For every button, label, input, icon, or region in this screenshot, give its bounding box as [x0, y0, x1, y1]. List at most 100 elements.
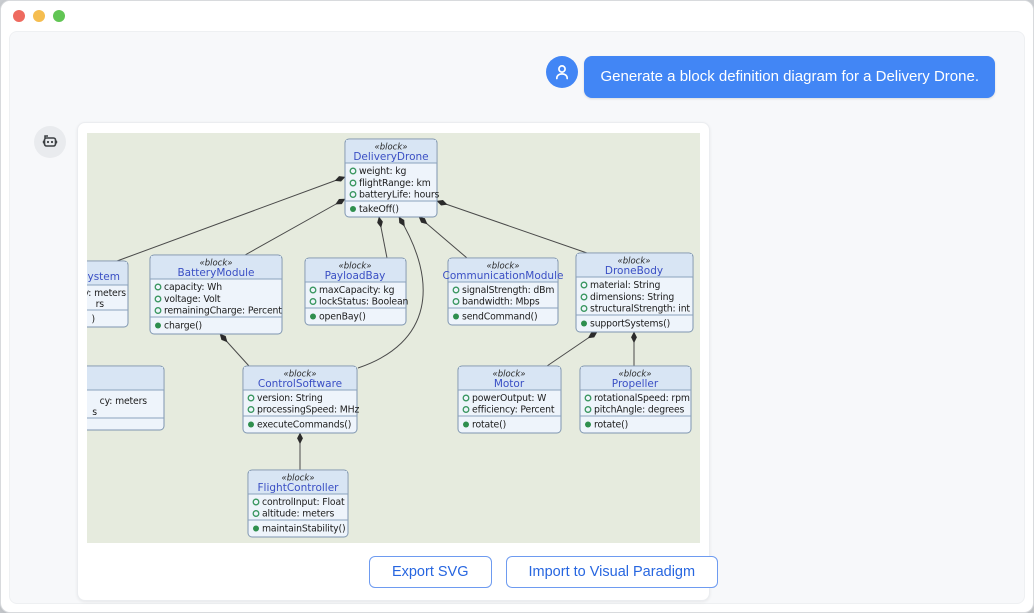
block-name: Motor: [494, 378, 525, 390]
block-header: [244, 367, 356, 390]
stereotype-label: «block»: [199, 259, 232, 269]
import-visual-paradigm-button[interactable]: Import to Visual Paradigm: [505, 556, 719, 588]
operation-icon: [585, 421, 591, 428]
operation-label: rotate(): [472, 420, 506, 431]
edge-battery-to-controlsoftware: [219, 333, 250, 367]
zoom-window-button[interactable]: [53, 10, 65, 22]
attribute-label: y: meters: [87, 288, 126, 299]
operation-icon: [310, 313, 316, 320]
block-header: [151, 256, 281, 279]
block-payload-bay: «block» PayloadBay maxCapacity: kg lockS…: [304, 257, 409, 326]
block-definition-diagram: «block» DeliveryDrone weight: kg flightR…: [1, 138, 694, 538]
attribute-icon: [584, 406, 592, 413]
operation-icon: [248, 421, 254, 428]
attribute-icon: [580, 281, 588, 289]
block-header: [581, 367, 690, 390]
block-header: [306, 259, 405, 282]
attribute-icon: [309, 286, 317, 294]
block-battery-module: «block» BatteryModule capacity: Wh volta…: [149, 254, 283, 335]
operation-icon: [253, 525, 259, 532]
operation-label: supportSystems(): [590, 319, 670, 330]
operation-label: rotate(): [594, 420, 628, 431]
block-clipped-upper: ystem y: meters rs ): [1, 260, 129, 328]
operation-label: charge(): [164, 321, 202, 332]
attribute-label: controlInput: Float: [262, 497, 345, 508]
block-name: ystem: [88, 271, 121, 283]
attribute-label: structuralStrength: int: [590, 304, 690, 315]
attribute-label: powerOutput: W: [472, 393, 546, 404]
attribute-label: efficiency: Percent: [472, 405, 555, 416]
stereotype-label: «block»: [617, 257, 650, 267]
attribute-icon: [452, 298, 460, 305]
attribute-icon: [309, 298, 317, 305]
attribute-icon: [247, 394, 255, 402]
user-avatar: [546, 56, 579, 88]
attribute-icon: [452, 286, 460, 294]
attribute-icon: [580, 293, 588, 301]
operation-icon: [453, 313, 459, 320]
edge-drone-to-payload: [377, 216, 388, 259]
operation-label: maintainStability(): [262, 524, 346, 535]
attribute-label: weight: kg: [359, 166, 406, 177]
export-svg-button[interactable]: Export SVG: [368, 556, 492, 588]
attribute-label: signalStrength: dBm: [462, 285, 554, 296]
attribute-label: dimensions: String: [590, 292, 674, 303]
attribute-icon: [154, 283, 162, 291]
close-window-button[interactable]: [13, 10, 25, 22]
chat-content-area: Generate a block definition diagram for …: [1, 31, 1025, 604]
stereotype-label: «block»: [374, 143, 407, 153]
block-header: [346, 140, 436, 163]
block-propeller: «block» Propeller rotationalSpeed: rpm p…: [579, 365, 692, 434]
bot-avatar: [34, 126, 66, 158]
attribute-label: material: String: [590, 280, 660, 291]
minimize-window-button[interactable]: [33, 10, 45, 22]
operation-icon: [350, 206, 356, 212]
block-name: Propeller: [612, 378, 659, 390]
attribute-label: altitude: meters: [262, 509, 334, 520]
attribute-label: s: [92, 407, 97, 418]
attribute-label: bandwidth: Mbps: [462, 297, 540, 308]
edge-drone-to-battery: [244, 198, 346, 256]
attribute-icon: [154, 295, 162, 303]
attribute-label: voltage: Volt: [164, 294, 221, 305]
attribute-label: remainingCharge: Percent: [164, 306, 282, 317]
person-icon: [556, 65, 569, 80]
composition-connectors: [116, 176, 637, 470]
diagram-canvas: «block» DeliveryDrone weight: kg flightR…: [1, 133, 700, 543]
bot-avatar-wrap: [34, 126, 66, 158]
operation-label: takeOff(): [359, 204, 399, 215]
operation-icon: [155, 322, 161, 329]
attribute-label: rs: [96, 299, 105, 310]
attribute-icon: [462, 394, 470, 402]
block-delivery-drone: «block» DeliveryDrone weight: kg flightR…: [344, 138, 440, 218]
attribute-label: rotationalSpeed: rpm: [594, 393, 690, 404]
block-name: DroneBody: [605, 265, 663, 277]
block-name: DeliveryDrone: [353, 151, 428, 163]
stereotype-label: «block»: [281, 474, 314, 484]
attribute-label: batteryLife: hours: [359, 190, 440, 201]
attribute-icon: [247, 406, 255, 413]
robot-icon: [42, 135, 58, 147]
diagram-card: «block» DeliveryDrone weight: kg flightR…: [1, 122, 719, 601]
attribute-label: flightRange: km: [359, 178, 431, 189]
block-name: BatteryModule: [177, 267, 254, 279]
attribute-icon: [349, 191, 357, 198]
operation-icon: [581, 320, 587, 327]
attribute-label: maxCapacity: kg: [319, 285, 395, 296]
diagram-actions: Export SVG Import to Visual Paradigm: [237, 556, 850, 588]
block-name: FlightController: [258, 482, 340, 494]
attribute-icon: [252, 498, 260, 506]
operation-icon: [463, 421, 469, 428]
attribute-label: pitchAngle: degrees: [594, 405, 685, 416]
operation-label: ): [92, 314, 95, 325]
stereotype-label: «block»: [283, 370, 316, 380]
attribute-label: processingSpeed: MHz: [257, 405, 359, 416]
operation-label: openBay(): [319, 312, 366, 323]
block-communication-module: «block» CommunicationModule signalStreng…: [443, 257, 563, 326]
attribute-label: capacity: Wh: [164, 282, 222, 293]
user-message-row: Generate a block definition diagram for …: [546, 56, 995, 98]
attribute-icon: [462, 406, 470, 413]
block-motor: «block» Motor powerOutput: W efficiency:…: [457, 365, 562, 434]
user-message-bubble: Generate a block definition diagram for …: [584, 56, 995, 98]
stereotype-label: «block»: [338, 262, 371, 272]
